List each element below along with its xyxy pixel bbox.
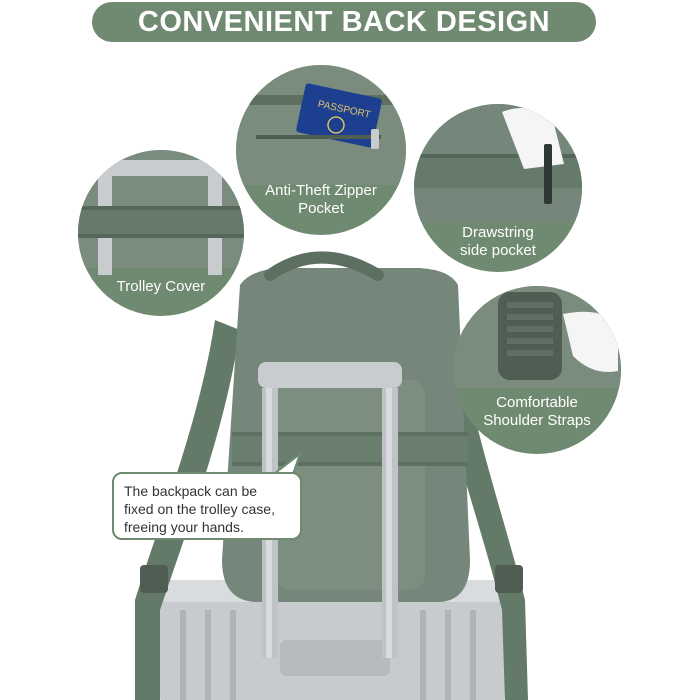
feature-circle-side-pocket: Drawstring side pocket (414, 104, 582, 272)
feature-label-zipper-pocket: Anti-Theft Zipper Pocket (265, 182, 377, 217)
callout-line-1: The backpack can be (124, 483, 258, 499)
callout-bubble: The backpack can be fixed on the trolley… (112, 472, 302, 540)
zipper-pocket-image: PASSPORT (236, 65, 406, 185)
shoulder-straps-image (453, 286, 621, 388)
header-banner: CONVENIENT BACK DESIGN (92, 2, 596, 42)
callout-line-2: fixed on the trolley case, (124, 501, 275, 517)
feature-label-side-pocket: Drawstring side pocket (460, 224, 536, 259)
trolley-cover-image (78, 150, 244, 275)
feature-circle-trolley-cover: Trolley Cover (78, 150, 244, 316)
callout-line-3: freeing your hands. (124, 519, 244, 535)
backpack-body-image (222, 251, 470, 602)
page-title: CONVENIENT BACK DESIGN (137, 5, 551, 38)
feature-circle-zipper-pocket: PASSPORT Anti-Theft Zipper Pocket (236, 65, 406, 235)
feature-circle-shoulder-straps: Comfortable Shoulder Straps (453, 286, 621, 454)
feature-label-shoulder-straps: Comfortable Shoulder Straps (483, 394, 591, 429)
side-pocket-image (414, 104, 582, 222)
feature-label-trolley-cover: Trolley Cover (116, 278, 206, 295)
